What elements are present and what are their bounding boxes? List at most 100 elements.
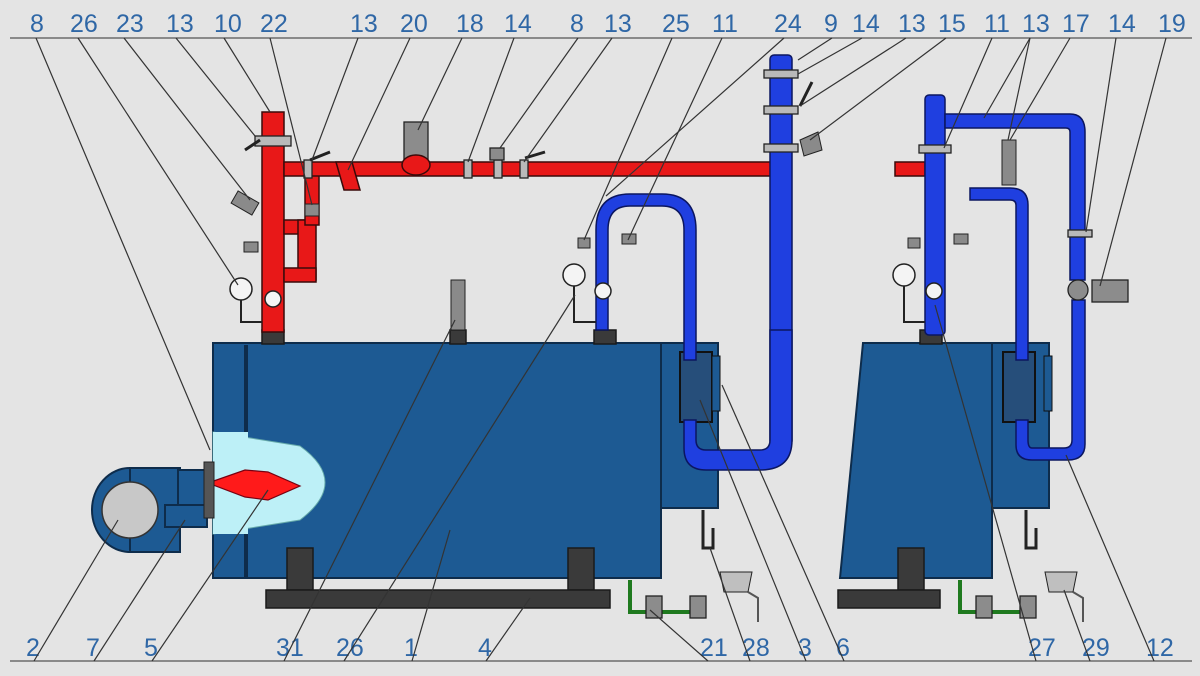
return-pipework [562,54,823,471]
return-flange-2 [763,105,799,115]
burner-head [177,469,209,511]
callout-bottom: 26 [336,634,364,662]
callout-top: 25 [662,10,690,38]
callout-top: 18 [456,10,484,38]
callout-top: 14 [504,10,532,38]
second-return-pipework [892,94,1129,461]
pressure-switch [243,241,259,253]
valve-handle-2 [524,150,546,160]
callout-top: 8 [570,10,584,38]
callout-bottom: 2 [26,634,40,662]
callout-top: 11 [712,10,738,38]
return-lower-bend [683,329,793,471]
boiler-base-frame [265,589,611,609]
second-drain-pipe [958,580,1030,614]
return-nozzle [593,329,617,345]
callout-top: 13 [350,10,378,38]
callout-bottom: 3 [798,634,812,662]
pressure-gauge-return [562,263,586,287]
callout-top: 19 [1158,10,1186,38]
return-flange-3 [763,143,799,153]
second-thermometer [925,282,943,300]
second-pressure-gauge [892,263,916,287]
strainer [335,161,361,191]
bypass-branch-bottom [283,267,317,283]
second-boiler-shell [838,342,993,579]
second-riser [924,94,946,336]
circulation-pump-body [401,154,431,176]
callout-bottom: 28 [742,634,770,662]
burner-fan-grille [101,481,159,539]
second-drain-funnel [1044,571,1078,593]
return-air-vent [577,237,591,249]
callout-bottom: 4 [478,634,492,662]
top-callouts: 8 26 23 13 10 22 13 20 18 14 8 13 25 11 … [10,10,1192,39]
second-drain-valve-2 [1019,595,1037,619]
second-lower-loop [969,187,1029,361]
header-flange-2 [463,159,473,179]
main-boiler [206,329,721,609]
callout-top: 8 [30,10,44,38]
control-valve-actuator [489,147,505,161]
callout-top: 13 [166,10,194,38]
callout-top: 13 [1022,10,1050,38]
check-valve-actuator [799,131,823,157]
callout-top: 20 [400,10,428,38]
supply-header-stub [894,161,926,177]
valve-handle-1 [309,150,331,162]
supply-pipework [229,111,926,333]
thermometer-main [264,290,282,308]
pressure-gauge-main [229,277,253,301]
burner-motor [164,504,208,528]
safety-valve [450,279,466,331]
return-valve-handle [798,81,814,107]
boiler-leg-left [286,547,314,591]
second-air-vent [907,237,921,249]
callout-bottom: 12 [1146,634,1174,662]
callout-top: 24 [774,10,802,38]
callout-top: 23 [116,10,144,38]
header-flange-1 [303,159,313,179]
callout-bottom: 6 [836,634,850,662]
supply-header [283,161,775,177]
drain-valve-1 [645,595,663,619]
second-rear-door [1002,351,1036,423]
callout-bottom: 29 [1082,634,1110,662]
valve-handle-3 [244,138,261,152]
air-vent [304,203,320,217]
second-bottom-bend [1015,299,1086,461]
callout-bottom: 7 [86,634,100,662]
callout-bottom: 1 [404,634,418,662]
circulation-pump-motor [403,121,429,161]
burner-flange [203,461,215,519]
riser-flange [254,135,292,147]
gauge-siphon [240,300,262,323]
callout-top: 22 [260,10,288,38]
second-upper-loop [944,113,1086,281]
thermostat [230,190,260,216]
second-flange-2 [1067,229,1093,238]
burner-flame [206,469,302,501]
second-pump-body [1067,279,1089,301]
drain-pipe [628,580,700,614]
callout-top: 9 [824,10,838,38]
callout-top: 13 [898,10,926,38]
second-gauge-siphon [903,286,925,323]
second-leg [897,547,925,591]
second-drain-valve-1 [975,595,993,619]
second-rear-door-hinge [1043,355,1053,412]
callout-top: 11 [984,10,1010,38]
header-flange-3 [493,159,503,179]
callout-top: 15 [938,10,966,38]
second-drain-siphon [1024,510,1038,550]
rear-door [679,351,713,423]
drain-lines [628,571,1084,622]
return-loop [595,193,697,361]
drain-siphon [701,510,715,550]
second-safety-valve [1001,139,1017,186]
callout-bottom: 5 [144,634,158,662]
second-flange [918,144,952,154]
bottom-callouts: 2 7 5 31 26 1 4 21 28 3 6 27 29 12 [10,634,1192,662]
callout-top: 13 [604,10,632,38]
